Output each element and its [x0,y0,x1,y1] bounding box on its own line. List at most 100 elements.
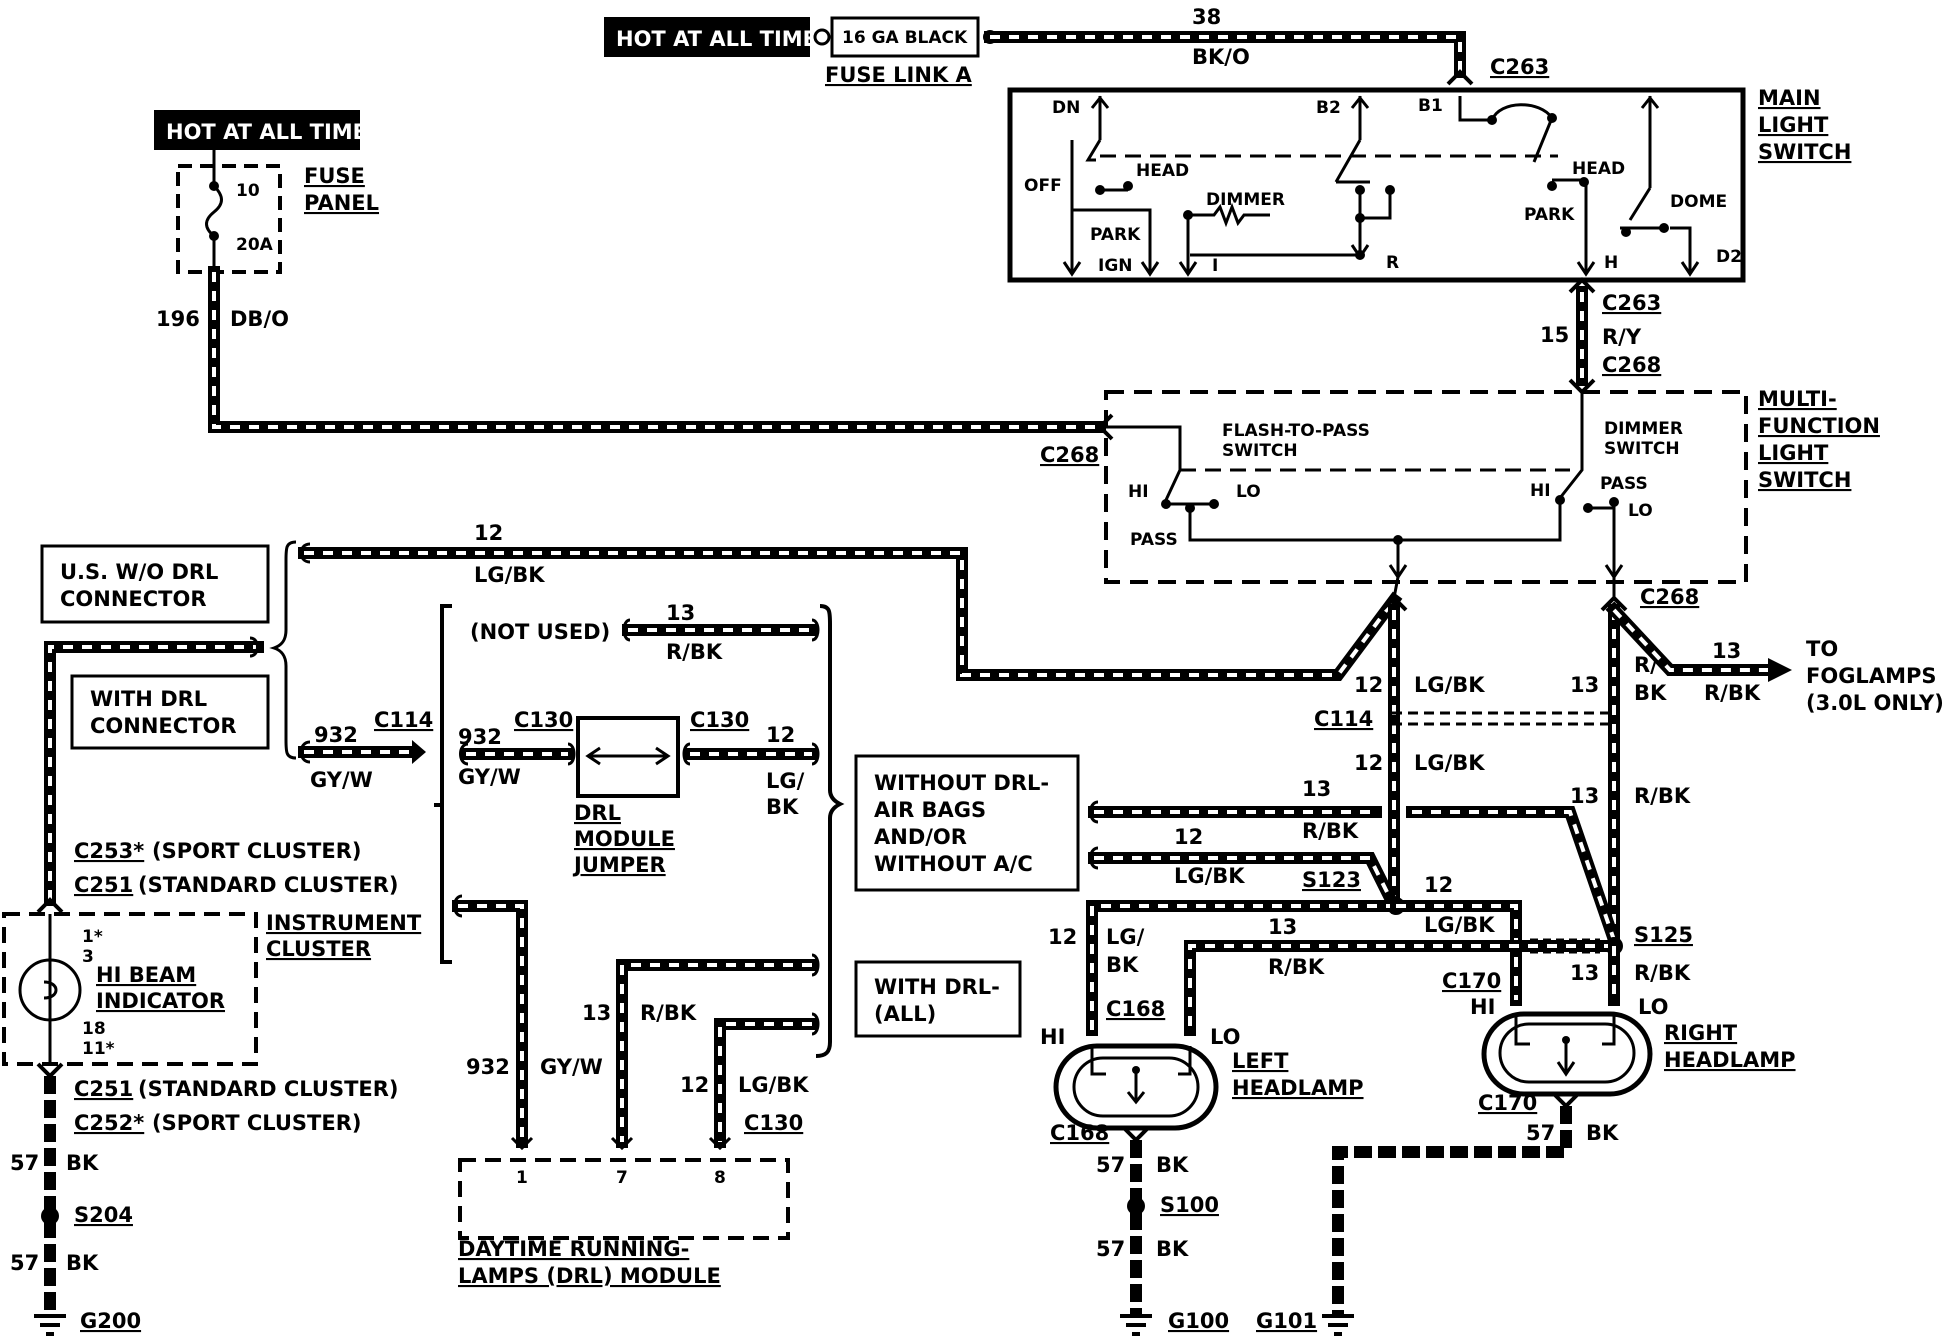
c268-mid-label: C268 [1602,353,1661,377]
wire-12-drl-num: 12 [680,1073,709,1097]
wire-15-color: R/Y [1602,325,1642,349]
c170-a-label: C170 [1442,969,1501,993]
left-headlamp-label-2: HEADLAMP [1232,1076,1364,1100]
c168-b-label: C168 [1050,1121,1109,1145]
wire-12-d-color: LG/BK [1414,751,1485,775]
foglamps-label-1: TO [1806,637,1838,661]
g101-label: G101 [1256,1309,1317,1333]
wire-13-e-num: 13 [1302,777,1331,801]
not-used-label: (NOT USED) [470,620,610,644]
fuse-amp: 20A [236,235,274,255]
wire-15-num: 15 [1540,323,1569,347]
instrument-label-1: INSTRUMENT [266,911,422,935]
wire-932-a-arrow [412,740,426,764]
c263-top-label: C263 [1490,55,1549,79]
pin-18: 18 [82,1019,106,1039]
c114-left-label: C114 [374,708,433,732]
c251-b-label: C251 [74,1077,133,1101]
pin-11s: 11* [82,1039,115,1059]
ms-park-1: PARK [1090,225,1141,245]
mf-title-2: FUNCTION [1758,414,1880,438]
c130-a-label: C130 [514,708,573,732]
c251-b-desc: (STANDARD CLUSTER) [138,1077,399,1101]
wire-12-f-color: LG/BK [1424,913,1495,937]
wire-932-b-color: GY/W [458,765,521,789]
mf-dim-2: SWITCH [1604,439,1680,459]
ms-head-2: HEAD [1572,159,1625,179]
hi-beam-label-2: INDICATOR [96,989,225,1013]
drl-module-jumper-box [576,716,680,798]
left-headlamp [1053,1043,1219,1131]
c130-b-label: C130 [690,708,749,732]
wire-13-nu-num: 13 [666,601,695,625]
wire-57-b-color: BK [66,1251,99,1275]
multifunction-switch-box [1104,390,1748,584]
ms-park-2: PARK [1524,205,1575,225]
drl-pin-1: 1 [516,1168,528,1188]
rh-lo-label: LO [1638,995,1669,1019]
wire-13-d-color: R/BK [1634,784,1691,808]
right-headlamp-label-1: RIGHT [1664,1021,1738,1045]
g100-label: G100 [1168,1309,1229,1333]
wire-12-f-num: 12 [1424,873,1453,897]
right-headlamp-label-2: HEADLAMP [1664,1048,1796,1072]
wire-932-a-color: GY/W [310,768,373,792]
foglamps-label-3: (3.0L ONLY) [1806,691,1944,715]
drl-pin-8: 8 [714,1168,726,1188]
with-drl-connector-2: CONNECTOR [90,714,237,738]
wire-38-color: BK/O [1192,45,1250,69]
wire-12-top-color: LG/BK [474,563,545,587]
c168-a-label: C168 [1106,997,1165,1021]
ground-g100-symbol [1120,1314,1152,1336]
wire-932-drl-color: GY/W [540,1055,603,1079]
c268-left-label: C268 [1040,443,1099,467]
ms-dimmer: DIMMER [1206,190,1285,210]
ms-dome: DOME [1670,192,1727,212]
us-wo-drl-connector-box [40,544,270,624]
wire-38-num: 38 [1192,5,1221,29]
wire-57-rh-num: 57 [1526,1121,1555,1145]
c251-a-label: C251 [74,873,133,897]
wire-13-g-color: R/BK [1268,955,1325,979]
ground-g200-symbol [34,1314,66,1336]
without-drl-1: WITHOUT DRL- [874,771,1049,795]
wire-13-fog-color: R/BK [1704,681,1761,705]
main-light-switch-title-2: LIGHT [1758,113,1829,137]
wire-932-drl-num: 932 [466,1055,510,1079]
us-wo-drl-connector-2: CONNECTOR [60,587,207,611]
with-drl-connector-box [70,674,270,750]
connector-c268-right [1380,595,1628,612]
wire-12-e-color: LG/BK [1174,864,1245,888]
fuse-link-terminal-left [813,28,831,46]
connector-c263-mid [1568,277,1596,294]
without-drl-3: AND/OR [874,825,967,849]
fuse-element [205,150,223,272]
hot-label-left: HOT AT ALL TIMES [166,120,382,144]
c170-b-label: C170 [1478,1091,1537,1115]
fuse-panel-box [176,164,282,274]
ms-h: H [1604,253,1618,273]
wire-12-top-connector [299,542,311,564]
wire-57-rh [1332,1106,1572,1316]
mf-pass-r: PASS [1600,474,1648,494]
connector-c263-top [1446,69,1474,86]
mf-lo-l: LO [1236,482,1261,502]
ms-head-1: HEAD [1136,161,1189,181]
wire-932-drl [452,900,528,1148]
mf-ftp-1: FLASH-TO-PASS [1222,421,1370,441]
jumper-link [585,746,671,766]
without-drl-2: AIR BAGS [874,798,986,822]
c130-c-label: C130 [744,1111,803,1135]
wire-57-lh2-num: 57 [1096,1237,1125,1261]
rh-hi-label: HI [1470,995,1495,1019]
brace-left [269,540,297,760]
ms-ign: IGN [1098,256,1133,276]
wire-13-h-color: R/BK [1634,961,1691,985]
g200-label: G200 [80,1309,141,1333]
main-switch-internal-lines [1062,95,1700,277]
with-drl-all-box [854,960,1022,1038]
with-drl-all-2: (ALL) [874,1002,936,1026]
c268-right-label: C268 [1640,585,1699,609]
drl-jumper-3: JUMPER [572,853,666,877]
right-headlamp [1481,1011,1653,1097]
